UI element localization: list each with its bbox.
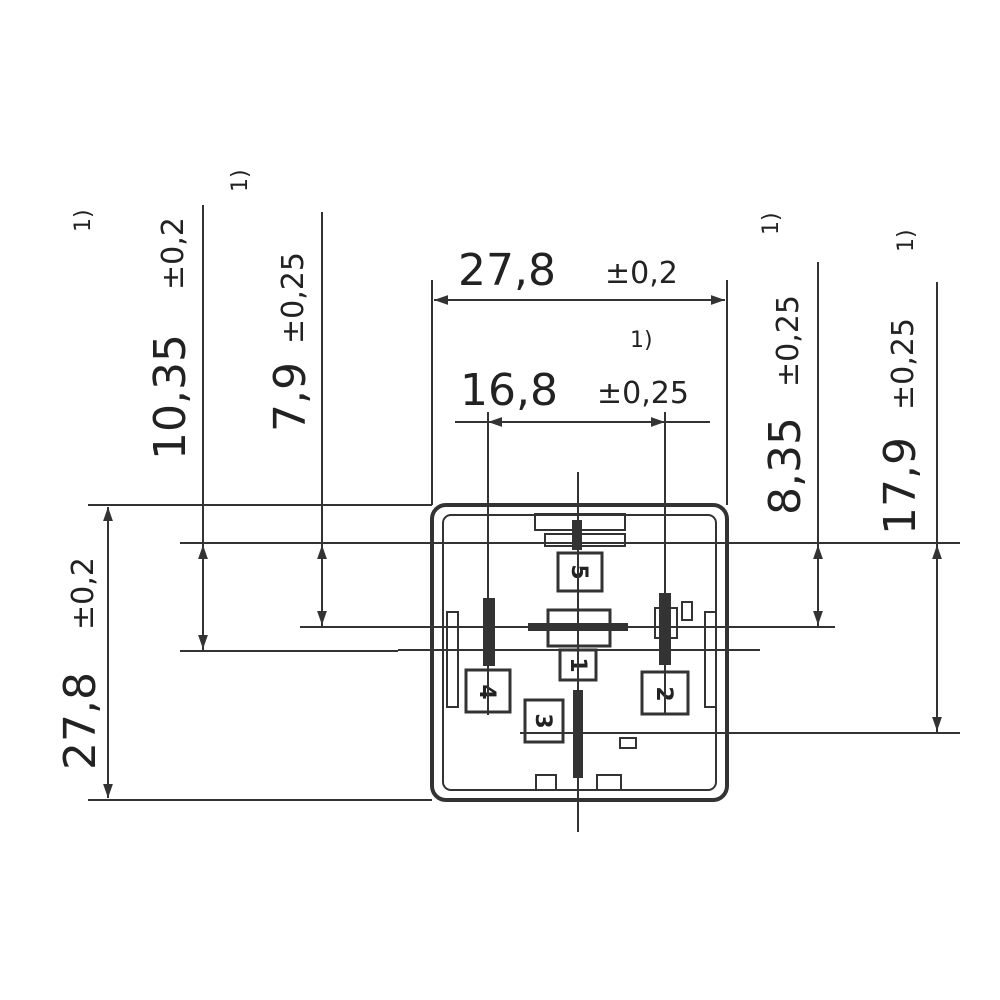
svg-text:1): 1): [71, 209, 96, 232]
svg-text:27,8: 27,8: [458, 245, 556, 296]
dimension-arrows: [103, 295, 942, 798]
svg-text:±0,25: ±0,25: [771, 295, 806, 387]
svg-text:±0,2: ±0,2: [156, 217, 191, 290]
svg-text:1): 1): [630, 328, 653, 353]
centerlines: [300, 412, 960, 832]
svg-text:1): 1): [894, 229, 919, 252]
dim-label-width-overall: 27,8 ±0,2: [458, 245, 678, 296]
svg-text:±0,2: ±0,2: [605, 256, 678, 291]
pin-2-label: 2: [651, 686, 676, 701]
relay-body-outline: [430, 503, 729, 802]
dim-label-10-35: 10,35 ±0,2 1): [71, 209, 196, 460]
svg-text:17,9: 17,9: [875, 437, 926, 535]
dim-label-17-9: 17,9 ±0,25 1): [875, 229, 926, 535]
svg-text:±0,25: ±0,25: [276, 252, 311, 344]
svg-text:7,9: 7,9: [265, 362, 316, 432]
pin-3-label: 3: [530, 713, 555, 728]
svg-text:±0,25: ±0,25: [886, 318, 921, 410]
svg-text:27,8: 27,8: [55, 672, 106, 770]
pin-4-label: 4: [474, 684, 499, 699]
dim-label-7-9: 7,9 ±0,25 1): [228, 169, 316, 432]
svg-text:1): 1): [759, 212, 784, 235]
svg-text:±0,2: ±0,2: [66, 557, 101, 630]
dim-label-8-35: 8,35 ±0,25 1): [759, 212, 811, 515]
svg-text:10,35: 10,35: [145, 334, 196, 460]
svg-text:16,8: 16,8: [460, 365, 558, 416]
pin-3: 3: [523, 698, 565, 744]
svg-text:1): 1): [228, 169, 253, 192]
dim-label-pin-spacing: 1) 16,8 ±0,25: [460, 328, 689, 416]
svg-text:8,35: 8,35: [760, 417, 811, 515]
dim-label-height-overall: 27,8 ±0,2: [55, 557, 106, 770]
svg-text:±0,25: ±0,25: [597, 376, 689, 411]
